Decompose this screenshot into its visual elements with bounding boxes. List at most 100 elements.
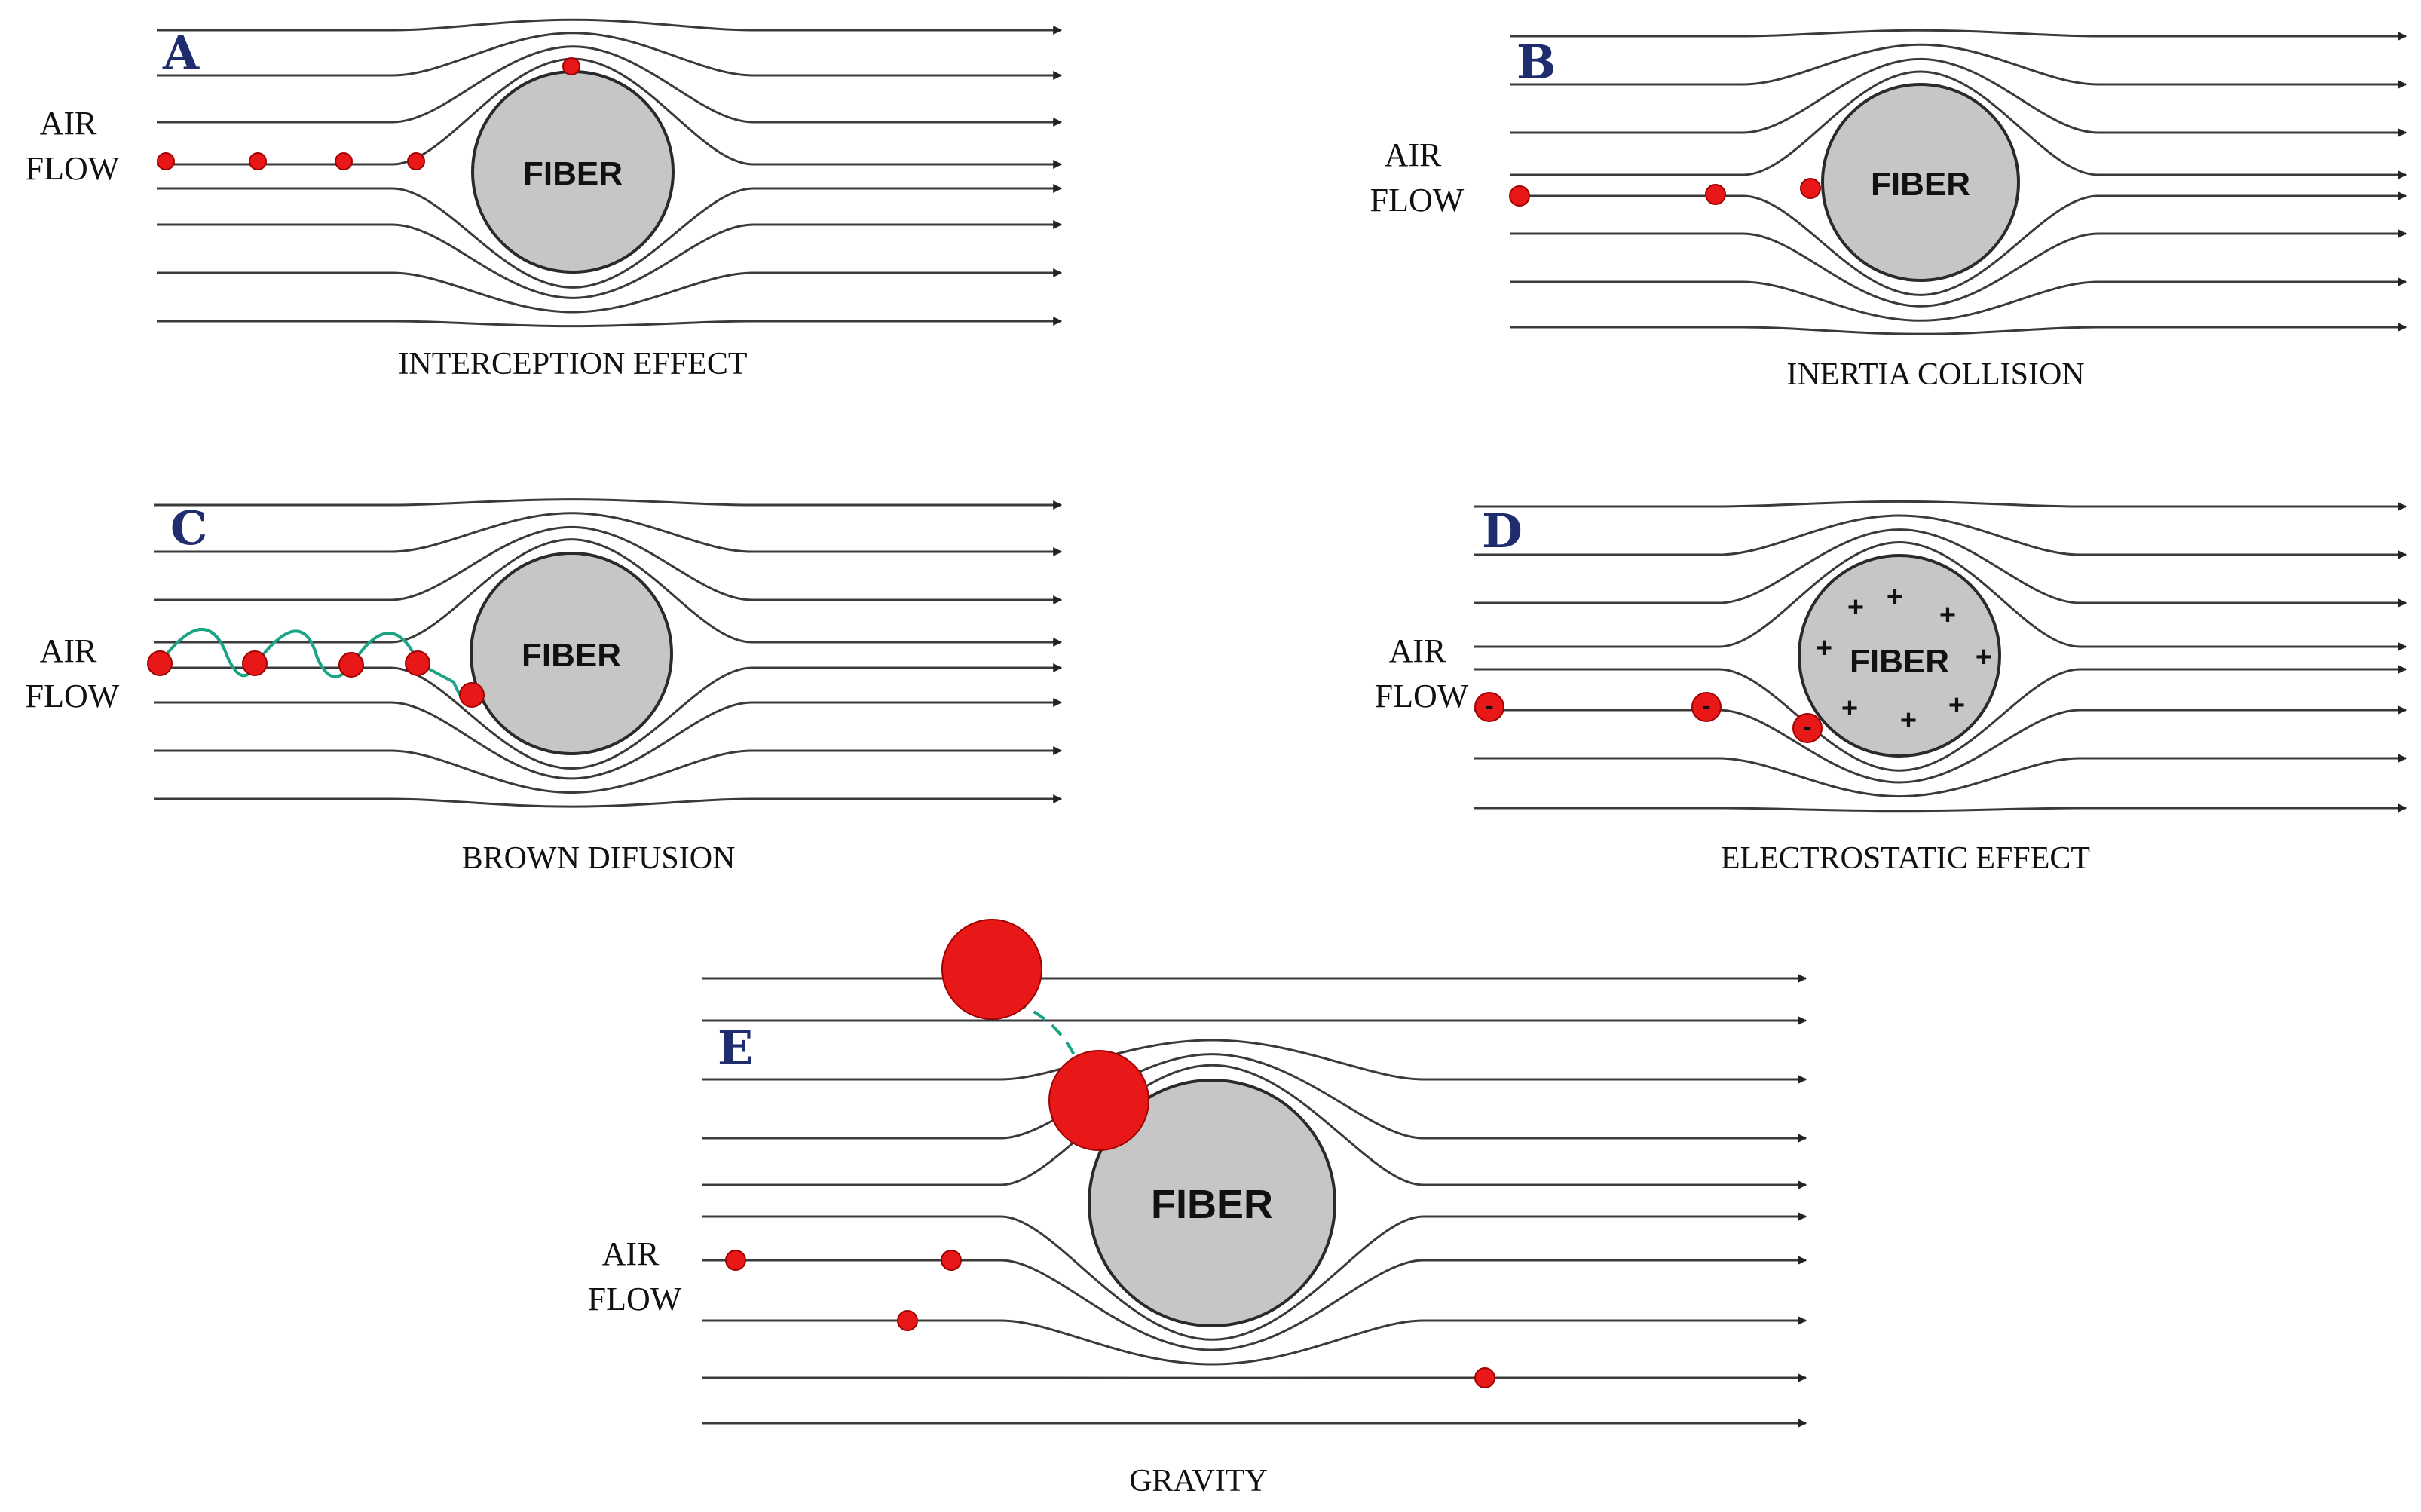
streamline bbox=[1474, 500, 2407, 511]
captured-large-particle bbox=[1048, 1050, 1149, 1151]
particle bbox=[157, 152, 175, 170]
particle bbox=[1705, 184, 1726, 205]
streamline bbox=[702, 1064, 1807, 1189]
streamline bbox=[154, 538, 1063, 647]
negative-charge: - bbox=[1485, 692, 1493, 721]
streamline bbox=[1474, 803, 2407, 813]
streamline bbox=[157, 18, 1063, 35]
captured-particle bbox=[562, 57, 580, 75]
particle bbox=[242, 650, 268, 676]
caption-e: GRAVITY bbox=[1129, 1464, 1268, 1498]
streamline bbox=[1474, 528, 2407, 608]
particles-a bbox=[157, 57, 580, 170]
panel-d: FIBER ++++++++ --- D AIR FLOW ELECTROSTA… bbox=[1375, 500, 2407, 876]
fiber-label-e: FIBER bbox=[1151, 1182, 1273, 1227]
streamline bbox=[157, 184, 1063, 289]
streamlines-d bbox=[1474, 500, 2407, 813]
air-flow-label-c: AIR FLOW bbox=[26, 632, 120, 715]
air-flow-label-a: AIR FLOW bbox=[26, 105, 120, 187]
caption-b: INERTIA COLLISION bbox=[1786, 357, 2084, 392]
streamlines-c bbox=[154, 498, 1063, 808]
particle bbox=[1474, 1367, 1495, 1388]
air-flow-label-e: AIR FLOW bbox=[588, 1235, 682, 1318]
large-particle bbox=[941, 919, 1042, 1020]
streamline bbox=[702, 1212, 1807, 1341]
particle bbox=[147, 650, 173, 676]
streamline bbox=[157, 317, 1063, 328]
panel-a: FIBER A AIR FLOW INTERCEPTION EFFECT bbox=[26, 18, 1063, 381]
fiber-d bbox=[1798, 554, 2001, 758]
negative-charge: - bbox=[1803, 713, 1811, 742]
streamline bbox=[157, 220, 1063, 299]
panel-letter-c: C bbox=[170, 500, 207, 556]
particles-b bbox=[1509, 178, 1821, 207]
positive-charge: + bbox=[1816, 632, 1832, 664]
fiber-label-c: FIBER bbox=[522, 637, 621, 674]
particle bbox=[338, 652, 364, 678]
captured-particle bbox=[459, 682, 485, 708]
particle bbox=[725, 1250, 746, 1271]
fiber-label-b: FIBER bbox=[1871, 166, 1970, 203]
fiber-charges-d: ++++++++ bbox=[1816, 581, 1992, 736]
particle bbox=[1691, 692, 1722, 722]
positive-charge: + bbox=[1976, 641, 1992, 673]
fiber-label-a: FIBER bbox=[523, 155, 623, 192]
particle bbox=[407, 152, 425, 170]
panel-b: FIBER B AIR FLOW INERTIA COLLISION bbox=[1370, 29, 2407, 392]
panel-letter-d: D bbox=[1482, 503, 1523, 559]
streamline bbox=[1474, 514, 2407, 559]
gravity-trajectory-e bbox=[991, 993, 1079, 1064]
particle bbox=[405, 650, 430, 676]
streamline bbox=[154, 663, 1063, 770]
streamline bbox=[1474, 665, 2407, 772]
streamline bbox=[154, 525, 1063, 604]
streamline bbox=[1510, 29, 2407, 41]
particle bbox=[1474, 692, 1504, 722]
streamline bbox=[1510, 323, 2407, 335]
streamline bbox=[154, 498, 1063, 510]
streamline bbox=[702, 1053, 1807, 1143]
streamline bbox=[1510, 229, 2407, 308]
streamline bbox=[702, 1039, 1807, 1084]
fiber-e bbox=[1088, 1079, 1336, 1327]
positive-charge: + bbox=[1887, 581, 1903, 613]
streamline bbox=[1510, 70, 2407, 179]
particle bbox=[335, 152, 353, 170]
fiber-label-d: FIBER bbox=[1850, 643, 1949, 680]
particle bbox=[941, 1250, 962, 1271]
streamline bbox=[1510, 191, 2407, 296]
streamlines-e bbox=[702, 974, 1807, 1428]
streamline bbox=[154, 698, 1063, 780]
streamline bbox=[157, 268, 1063, 314]
streamline bbox=[1474, 705, 2407, 784]
panel-letter-a: A bbox=[162, 26, 200, 81]
positive-charge: + bbox=[1939, 599, 1956, 631]
streamline bbox=[1474, 754, 2407, 798]
fiber-c bbox=[470, 552, 673, 755]
particles-d: --- bbox=[1474, 692, 1823, 743]
particles-e bbox=[725, 919, 1495, 1388]
positive-charge: + bbox=[1847, 592, 1864, 623]
negative-charge: - bbox=[1702, 692, 1710, 721]
positive-charge: + bbox=[1900, 705, 1917, 736]
caption-c: BROWN DIFUSION bbox=[462, 841, 736, 876]
particle bbox=[249, 152, 267, 170]
captured-particle bbox=[1800, 178, 1821, 199]
air-flow-label-d: AIR FLOW bbox=[1375, 632, 1469, 715]
streamline bbox=[154, 512, 1063, 556]
panel-letter-b: B bbox=[1517, 35, 1556, 90]
caption-d: ELECTROSTATIC EFFECT bbox=[1721, 841, 2090, 876]
streamline bbox=[1510, 277, 2407, 322]
streamline bbox=[1510, 43, 2407, 89]
streamline bbox=[154, 794, 1063, 808]
caption-a: INTERCEPTION EFFECT bbox=[398, 347, 747, 381]
particle bbox=[897, 1310, 918, 1331]
streamline bbox=[154, 746, 1063, 794]
streamline bbox=[157, 32, 1063, 80]
particle bbox=[1509, 185, 1530, 207]
captured-particle bbox=[1792, 713, 1823, 743]
air-flow-label-b: AIR FLOW bbox=[1370, 136, 1465, 219]
streamline bbox=[1510, 57, 2407, 137]
streamline bbox=[157, 45, 1063, 127]
